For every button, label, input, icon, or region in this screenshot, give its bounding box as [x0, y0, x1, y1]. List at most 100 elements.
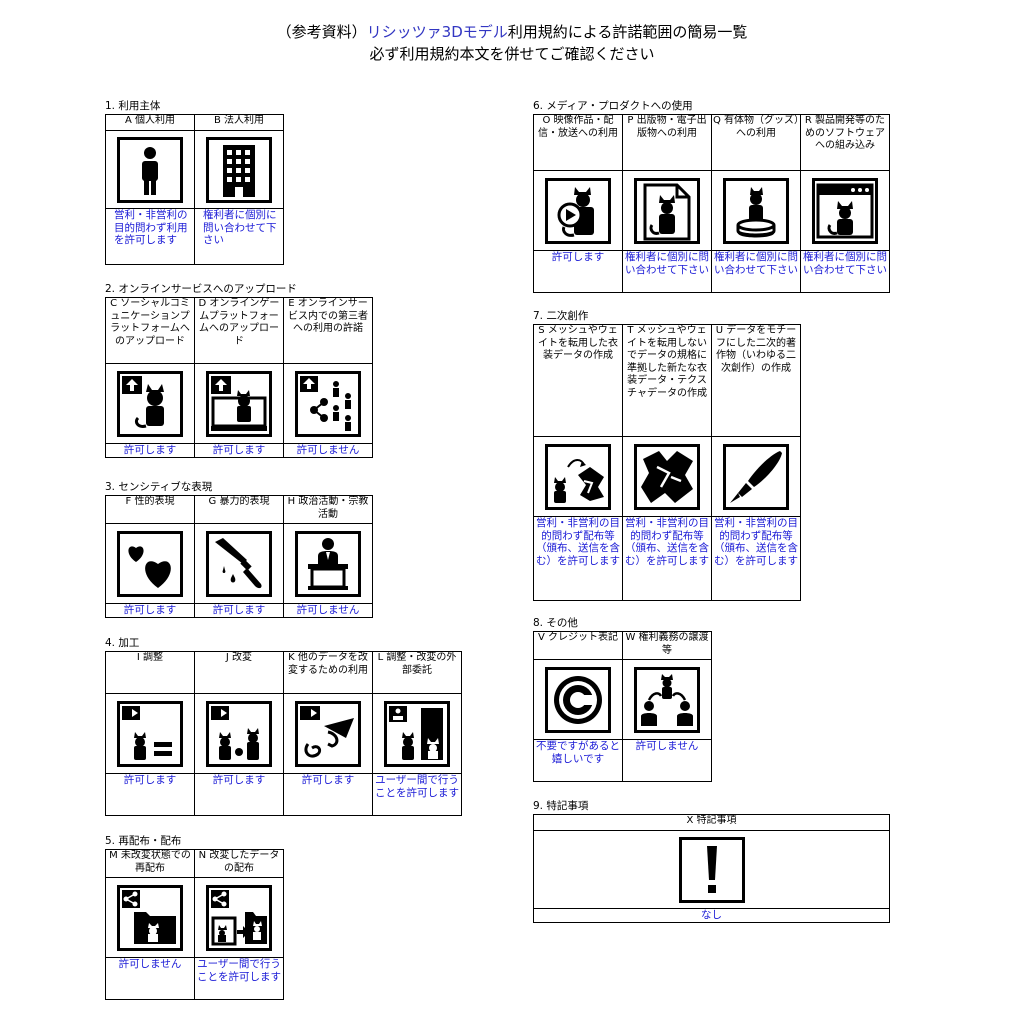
other-data-icon [295, 700, 361, 767]
permission-table: A 個人利用 B 法人利用 営利・非営利の目的問わず利用を許可します 権利者に個… [105, 114, 284, 265]
goods-icon [723, 177, 789, 244]
copyright-icon [545, 666, 611, 733]
podium-icon [295, 530, 361, 597]
item-result: 許可します [105, 603, 195, 618]
item-result: 許可しません [283, 443, 373, 458]
section-label: 4. 加工 [105, 637, 140, 649]
item-header: E オンラインサービス内での第三者への利用の許諾 [283, 297, 373, 364]
section-label: 1. 利用主体 [105, 100, 161, 112]
section-label: 2. オンラインサービスへのアップロード [105, 283, 297, 295]
section-online-upload: 2. オンラインサービスへのアップロード C ソーシャルコミュニケーションプラッ… [105, 283, 373, 458]
item-header: J 改変 [194, 651, 284, 694]
item-result: 営利・非営利の目的問わず利用を許可します [105, 208, 195, 265]
item-result: 許可しません [622, 739, 712, 782]
permission-table: M 未改変状態での再配布 N 改変したデータの配布 許可しません ユーザー間で行… [105, 849, 284, 1000]
exclamation-icon [678, 836, 745, 903]
item-header: P 出版物・電子出版物への利用 [622, 114, 712, 171]
permission-table: S メッシュやウェイトを転用した衣装データの作成 T メッシュやウェイトを転用し… [533, 324, 801, 601]
item-header: L 調整・改変の外部委託 [372, 651, 462, 694]
item-result: 許可します [105, 773, 195, 816]
item-header: B 法人利用 [194, 114, 284, 131]
item-header: K 他のデータを改変するための利用 [283, 651, 373, 694]
item-result: 権利者に個別に問い合わせて下さい [194, 208, 284, 265]
permission-table: F 性的表現 G 暴力的表現 H 政治活動・宗教活動 許可します 許可します 許… [105, 495, 373, 618]
publication-icon [634, 177, 700, 244]
item-result: 営利・非営利の目的問わず配布等（頒布、送信を含む）を許可します [711, 516, 801, 601]
item-header: D オンラインゲームプラットフォームへのアップロード [194, 297, 284, 364]
person-icon [117, 136, 183, 203]
item-result: 権利者に個別に問い合わせて下さい [711, 250, 801, 293]
item-header: S メッシュやウェイトを転用した衣装データの作成 [533, 324, 623, 437]
item-header: T メッシュやウェイトを転用しないでデータの規格に準拠した新たな衣装データ・テク… [622, 324, 712, 437]
item-header: A 個人利用 [105, 114, 195, 131]
item-header: G 暴力的表現 [194, 495, 284, 524]
knife-icon [206, 530, 272, 597]
item-result: ユーザー間で行うことを許可します [372, 773, 462, 816]
distribute-modified-icon [206, 884, 272, 951]
outsource-icon [384, 700, 450, 767]
permission-table: C ソーシャルコミュニケーションプラットフォームへのアップロード D オンライン… [105, 297, 373, 458]
pen-icon [723, 443, 789, 510]
section-label: 5. 再配布・配布 [105, 835, 182, 847]
permission-table: O 映像作品・配信・放送への利用 P 出版物・電子出版物への利用 Q 有体物（グ… [533, 114, 890, 293]
section-media-product: 6. メディア・プロダクトへの使用 O 映像作品・配信・放送への利用 P 出版物… [533, 100, 890, 293]
item-header: X 特記事項 [533, 814, 890, 831]
section-derivative-works: 7. 二次創作 S メッシュやウェイトを転用した衣装データの作成 T メッシュや… [533, 310, 801, 601]
item-header: V クレジット表記 [533, 631, 623, 660]
page-title: （参考資料）リシッツァ3Dモデル利用規約による許諾範囲の簡易一覧 [276, 23, 748, 41]
video-icon [545, 177, 611, 244]
item-header: C ソーシャルコミュニケーションプラットフォームへのアップロード [105, 297, 195, 364]
building-icon [206, 136, 272, 203]
section-label: 9. 特記事項 [533, 800, 589, 812]
item-result: 営利・非営利の目的問わず配布等（頒布、送信を含む）を許可します [622, 516, 712, 601]
share-third-party-icon [295, 370, 361, 437]
adjust-icon [117, 700, 183, 767]
item-header: O 映像作品・配信・放送への利用 [533, 114, 623, 171]
item-result: ユーザー間で行うことを許可します [194, 957, 284, 1000]
hearts-icon [117, 530, 183, 597]
item-result: 許可しません [105, 957, 195, 1000]
page-subtitle: 必ず利用規約本文を併せてご確認ください [369, 45, 655, 63]
item-result: 許可します [194, 773, 284, 816]
section-label: 7. 二次創作 [533, 310, 589, 322]
item-header: H 政治活動・宗教活動 [283, 495, 373, 524]
upload-social-icon [117, 370, 183, 437]
item-header: M 未改変状態での再配布 [105, 849, 195, 878]
software-icon [812, 177, 878, 244]
item-header: I 調整 [105, 651, 195, 694]
costume-transfer-icon [545, 443, 611, 510]
section-special-notes: 9. 特記事項 X 特記事項 なし [533, 800, 890, 923]
section-label: 8. その他 [533, 617, 578, 629]
section-label: 3. センシティブな表現 [105, 481, 213, 493]
permission-table: X 特記事項 なし [533, 814, 890, 923]
item-header: Q 有体物（グッズ）への利用 [711, 114, 801, 171]
redistribute-icon [117, 884, 183, 951]
item-result: 権利者に個別に問い合わせて下さい [800, 250, 890, 293]
item-result: 許可します [533, 250, 623, 293]
item-result: なし [533, 908, 890, 923]
section-redistribution: 5. 再配布・配布 M 未改変状態での再配布 N 改変したデータの配布 許可しま… [105, 835, 284, 1000]
item-result: 許可します [194, 443, 284, 458]
permission-table: V クレジット表記 W 権利義務の譲渡等 不要ですがあると嬉しいです 許可しませ… [533, 631, 712, 782]
section-sensitive-expression: 3. センシティブな表現 F 性的表現 G 暴力的表現 H 政治活動・宗教活動 … [105, 481, 373, 618]
section-usage-subject: 1. 利用主体 A 個人利用 B 法人利用 営利・非営利の目的問わず利用を許可し… [105, 100, 284, 265]
item-header: R 製品開発等のためのソフトウェアへの組み込み [800, 114, 890, 171]
item-result: 許可します [194, 603, 284, 618]
section-label: 6. メディア・プロダクトへの使用 [533, 100, 693, 112]
item-result: 不要ですがあると嬉しいです [533, 739, 623, 782]
item-header: U データをモチーフにした二次的著作物（いわゆる二次創作）の作成 [711, 324, 801, 437]
item-result: 許可します [283, 773, 373, 816]
permission-table: I 調整 J 改変 K 他のデータを改変するための利用 L 調整・改変の外部委託… [105, 651, 462, 816]
new-costume-icon [634, 443, 700, 510]
item-header: W 権利義務の譲渡等 [622, 631, 712, 660]
item-header: F 性的表現 [105, 495, 195, 524]
item-result: 許可しません [283, 603, 373, 618]
item-header: N 改変したデータの配布 [194, 849, 284, 878]
item-result: 営利・非営利の目的問わず配布等（頒布、送信を含む）を許可します [533, 516, 623, 601]
upload-game-icon [206, 370, 272, 437]
modify-icon [206, 700, 272, 767]
section-processing: 4. 加工 I 調整 J 改変 K 他のデータを改変するための利用 L 調整・改… [105, 637, 462, 816]
item-result: 許可します [105, 443, 195, 458]
transfer-rights-icon [634, 666, 700, 733]
item-result: 権利者に個別に問い合わせて下さい [622, 250, 712, 293]
